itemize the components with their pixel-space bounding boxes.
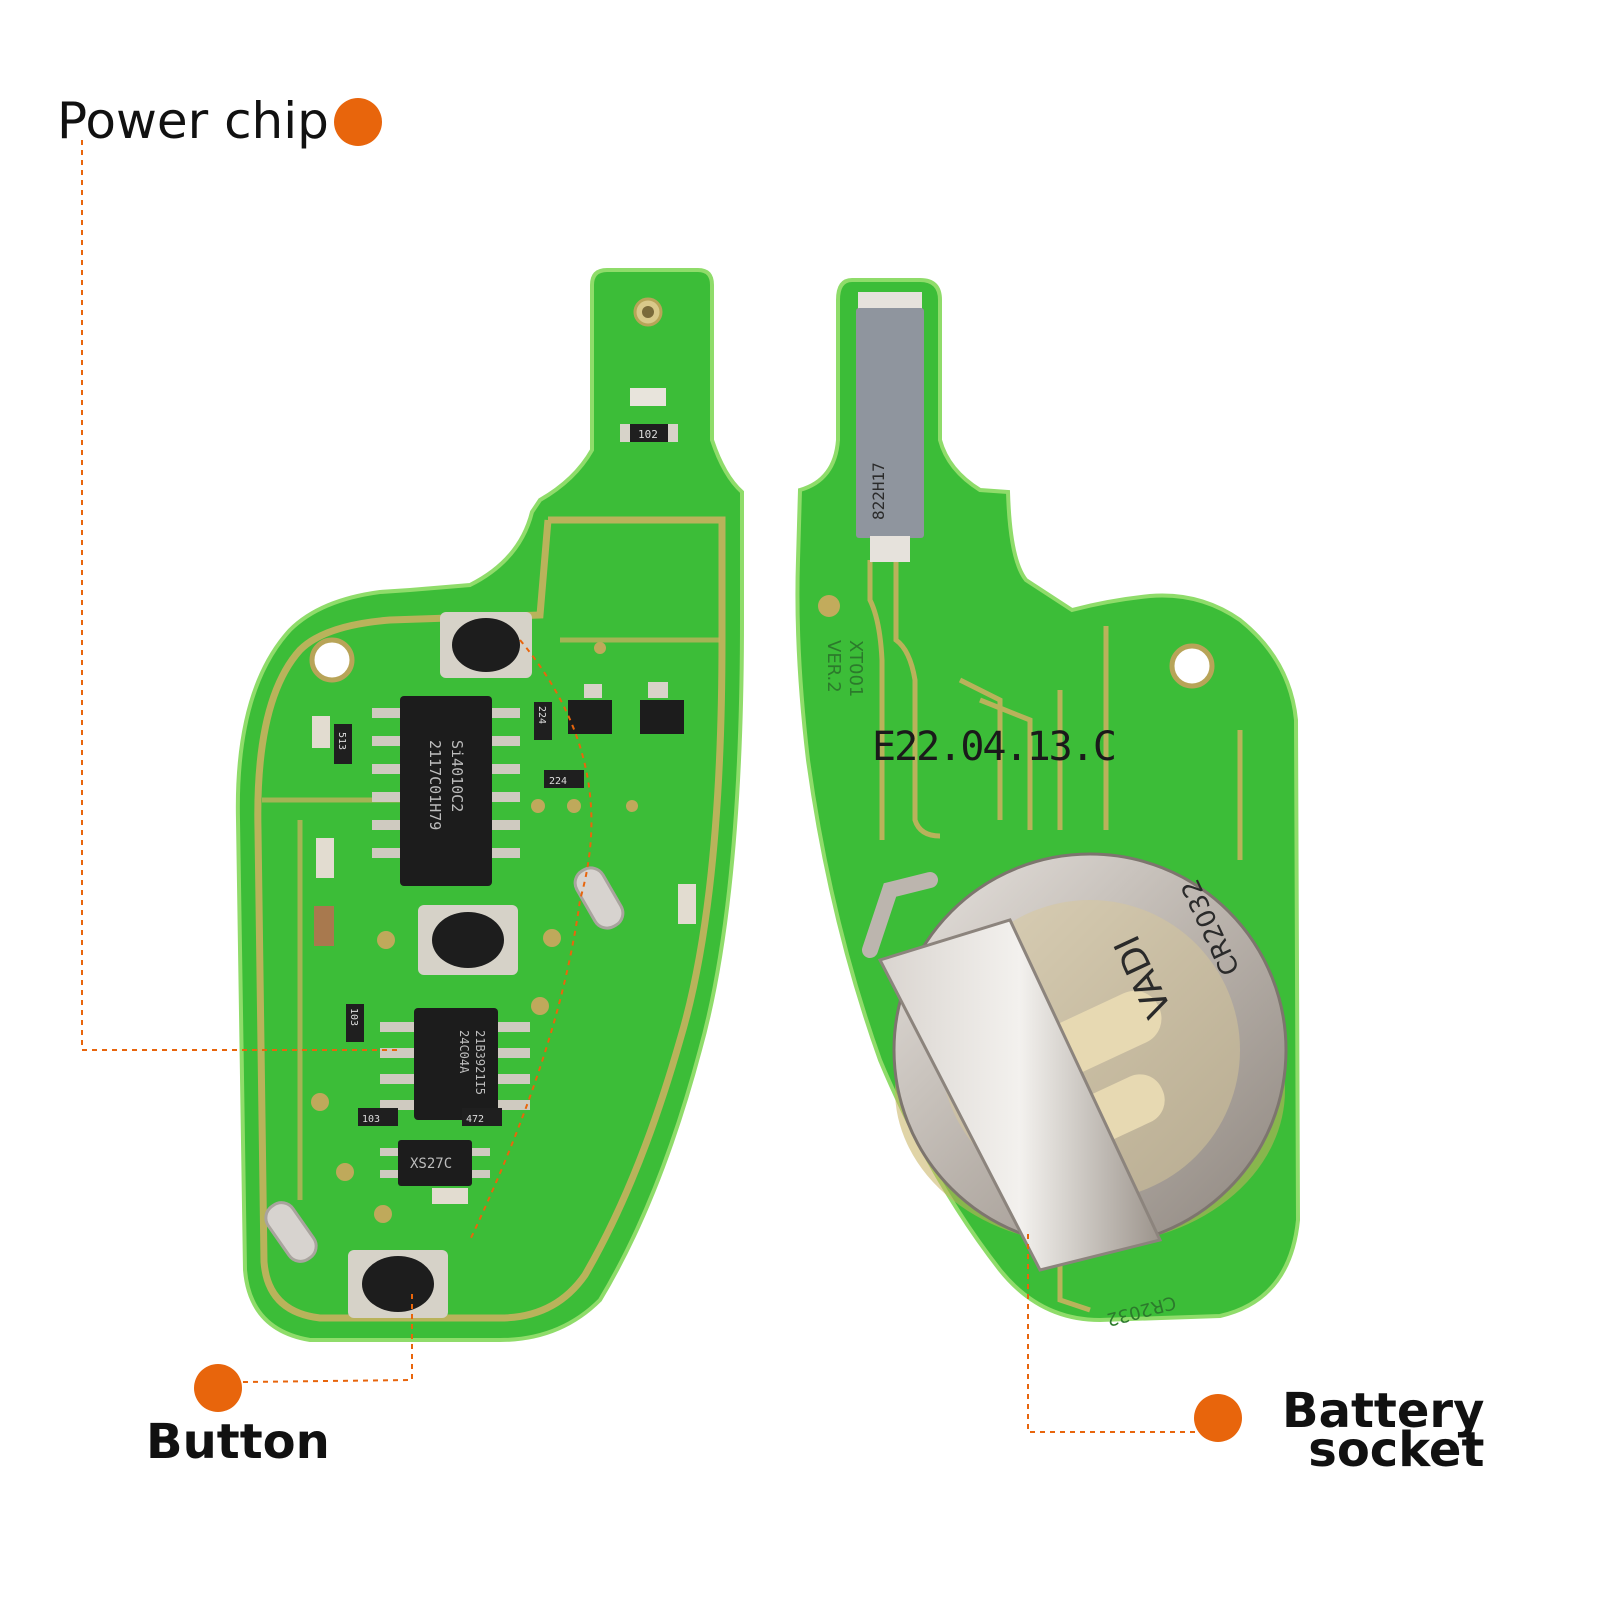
svg-text:103: 103: [348, 1008, 359, 1026]
button-label: Button: [146, 1414, 330, 1470]
power-chip-label: Power chip: [57, 92, 329, 150]
resistor-513: 513: [334, 724, 352, 764]
power-chip-line1: 24C04A: [457, 1030, 471, 1074]
tact-button-top: [440, 612, 532, 678]
resistor-103-b: 103: [358, 1108, 398, 1126]
resistor-102: 102: [620, 424, 678, 442]
callout-lines: [81, 140, 1196, 1433]
tact-button-middle: [418, 905, 518, 975]
version-line2: VER.2: [823, 640, 844, 693]
battery-socket: [862, 852, 1288, 1272]
crystal-component: 822H17: [856, 292, 924, 562]
svg-text:224: 224: [536, 706, 547, 724]
transistor: [568, 700, 612, 734]
svg-text:103: 103: [362, 1114, 380, 1125]
battery-socket-label-line2: socket: [1308, 1422, 1485, 1479]
crystal: [264, 1201, 318, 1263]
svg-text:822H17: 822H17: [869, 462, 888, 520]
resistor-224-a: 224: [534, 702, 552, 740]
main-chip-line1: Si4010C2: [448, 740, 466, 812]
resistor-224-b: 224: [544, 770, 584, 788]
version-line1: XT001: [845, 640, 866, 697]
main-chip: [372, 696, 520, 886]
resistor-472: 472: [462, 1108, 502, 1126]
pcb-back: 822H17 XT001 VER.2 E22.04.13.C CR2032 VA…: [795, 278, 1301, 1330]
main-chip-line2: 2117C01H79: [426, 740, 444, 830]
tact-button-bottom: [348, 1250, 448, 1318]
svg-text:224: 224: [549, 776, 567, 787]
pcb-front: Si4010C2 2117C01H79 24C04A 21B3921I5 XS2…: [235, 268, 744, 1342]
transistor: [640, 700, 684, 734]
svg-text:513: 513: [336, 732, 347, 750]
resistor-103-a: 103: [346, 1004, 364, 1042]
battery-socket-label: Battery socket: [1282, 1383, 1485, 1479]
small-chip-label: XS27C: [410, 1156, 452, 1172]
small-chip: [380, 1140, 490, 1186]
date-code: E22.04.13.C: [872, 724, 1115, 770]
crystal: [573, 866, 625, 930]
svg-text:102: 102: [638, 428, 658, 441]
power-chip-marker-dot: [334, 98, 382, 146]
button-marker-dot: [194, 1364, 242, 1412]
power-chip: [380, 1008, 530, 1120]
battery-socket-marker-dot: [1194, 1394, 1242, 1442]
svg-text:472: 472: [466, 1114, 484, 1125]
battery-socket-label-line1: Battery: [1282, 1383, 1485, 1439]
power-chip-line2: 21B3921I5: [473, 1030, 487, 1095]
